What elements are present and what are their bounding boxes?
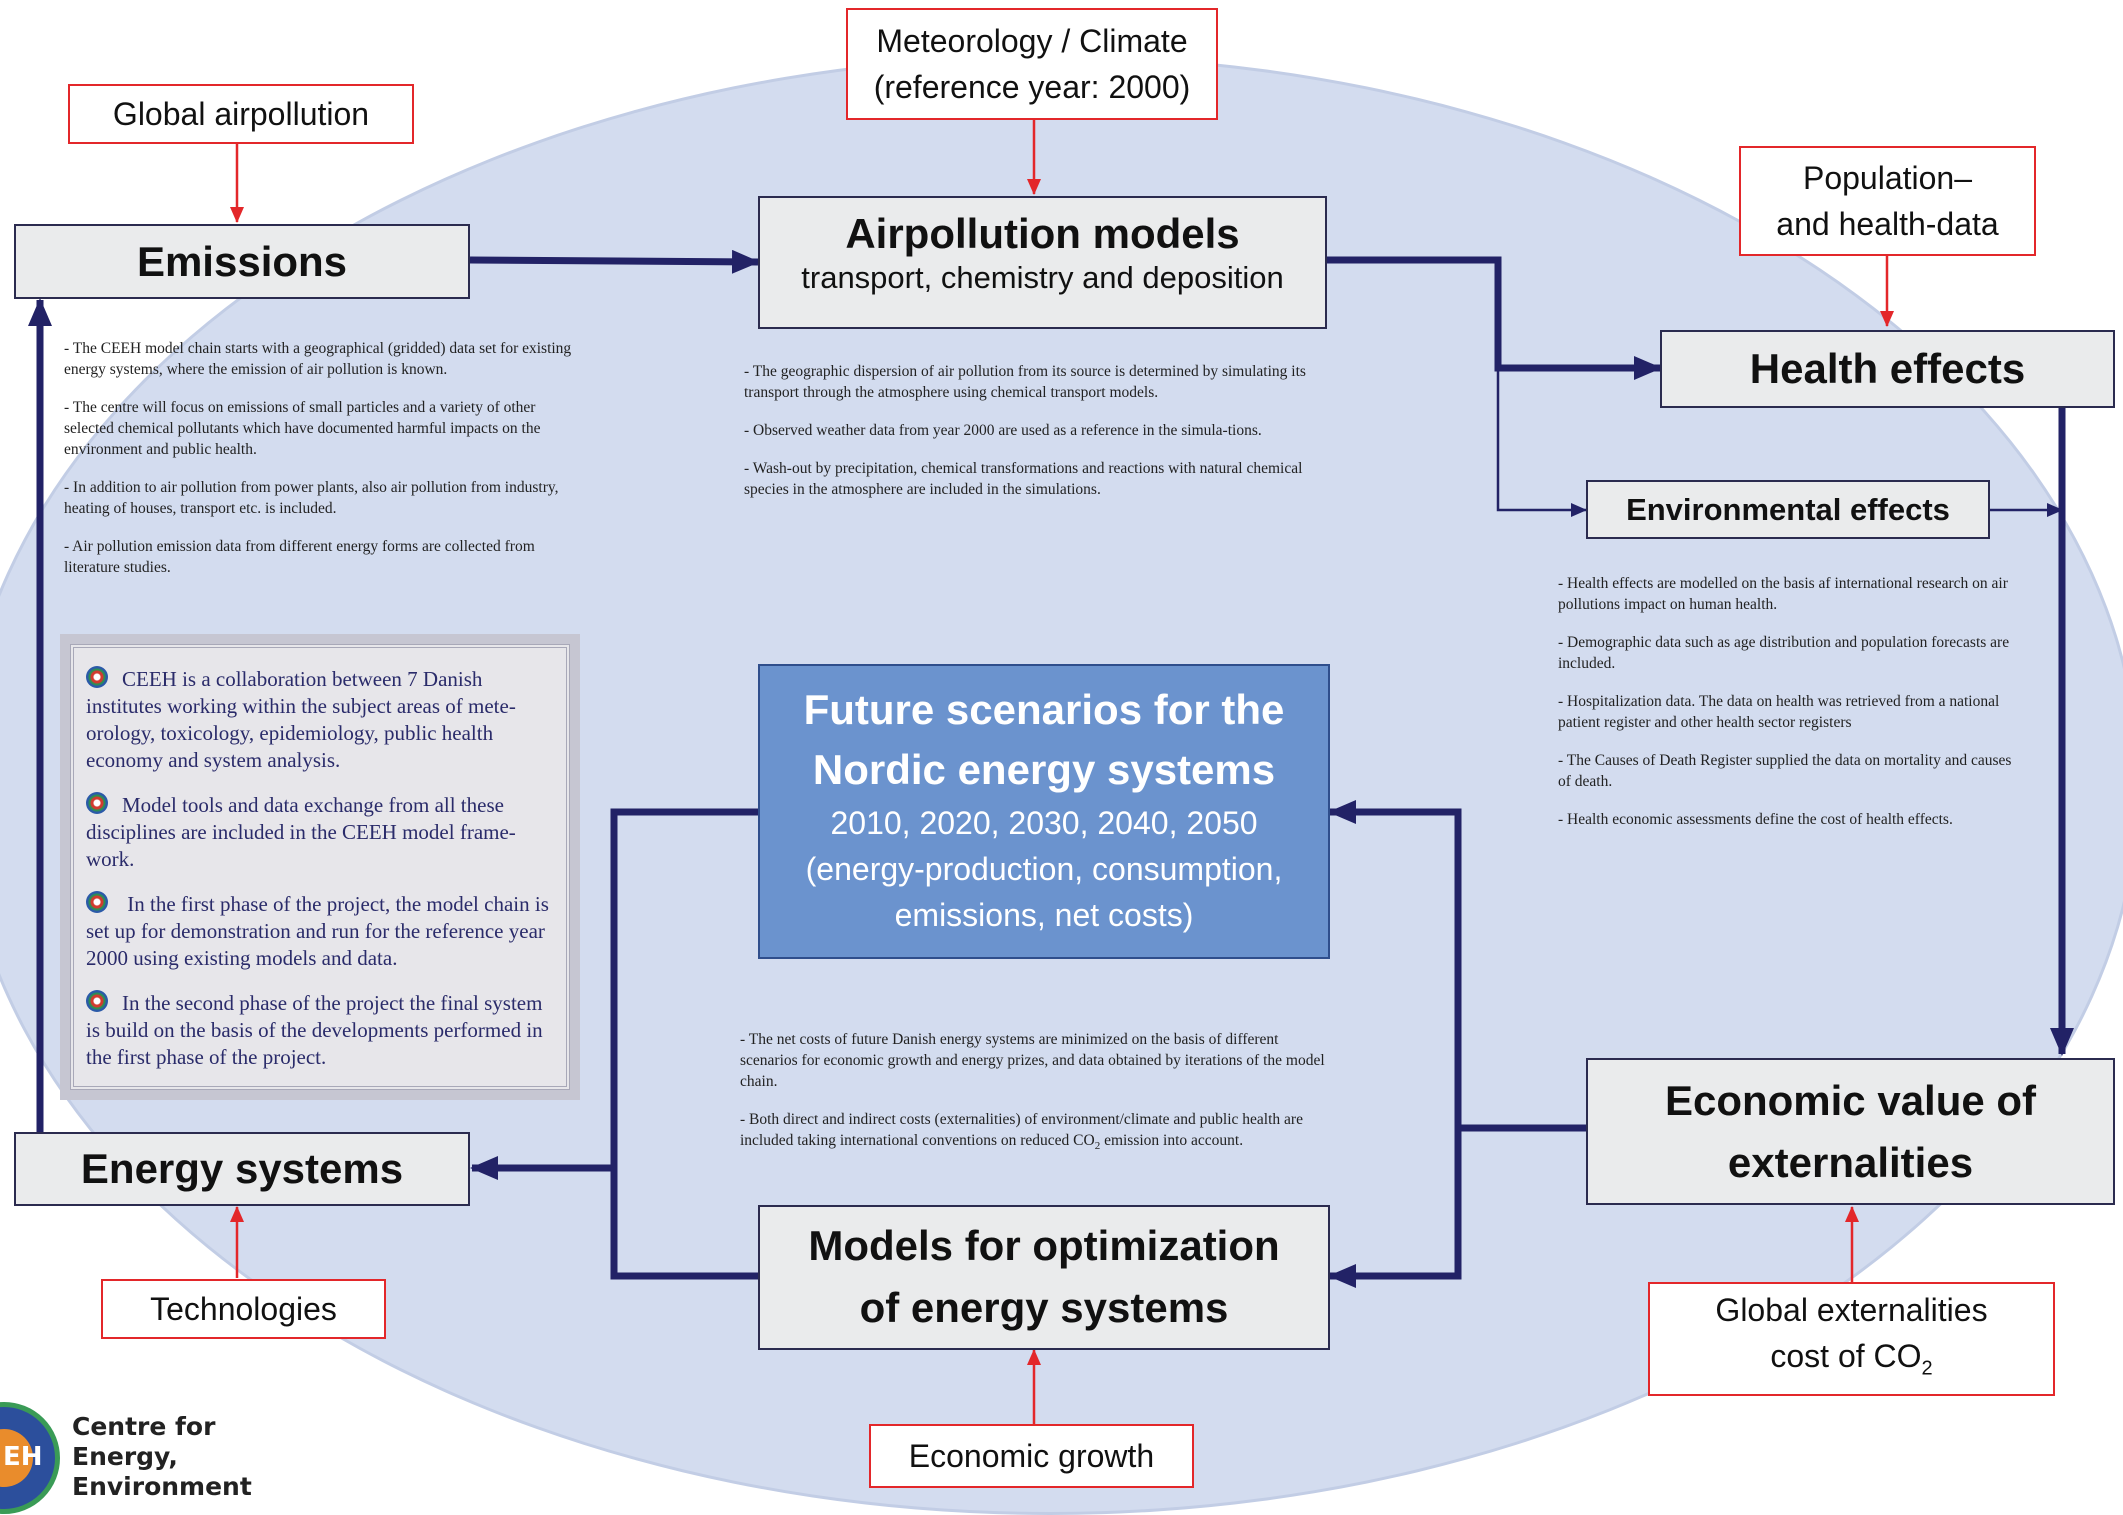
arrow-airpollution-to-environment bbox=[1496, 368, 1587, 517]
box-emissions: Emissions bbox=[14, 224, 470, 299]
arrow-airpollution-to-health bbox=[1327, 256, 1662, 380]
box-energy-systems: Energy systems bbox=[14, 1132, 470, 1206]
target-bullet-icon bbox=[86, 666, 108, 688]
note-emissions-2: - The centre will focus on emissions of … bbox=[64, 399, 541, 458]
box-optimization-line2: of energy systems bbox=[859, 1284, 1229, 1331]
box-optimization-line1: Models for optimization bbox=[808, 1222, 1280, 1269]
info-paragraph-2: Model tools and data exchange from all t… bbox=[86, 792, 516, 871]
central-detail-line1: (energy-production, consumption, bbox=[805, 851, 1283, 887]
box-economic-value: Economic value of externalities bbox=[1586, 1058, 2115, 1205]
note-health-1: - Health effects are modelled on the bas… bbox=[1558, 575, 2008, 613]
logo-line1: Centre for bbox=[72, 1412, 216, 1441]
input-economic-growth-label: Economic growth bbox=[908, 1438, 1155, 1474]
input-global-externalities-line2: cost of CO2 bbox=[1770, 1337, 1933, 1380]
note-emissions-3: - In addition to air pollution from powe… bbox=[64, 479, 559, 517]
note-costs-2: - Both direct and indirect costs (extern… bbox=[740, 1111, 1303, 1153]
central-detail-line2: emissions, net costs) bbox=[894, 897, 1194, 933]
input-economic-growth: Economic growth bbox=[869, 1424, 1194, 1488]
arrow-central-to-energy bbox=[470, 808, 758, 1180]
input-population-line2: and health-data bbox=[1776, 206, 1999, 242]
logo-line3: Environment bbox=[72, 1472, 252, 1501]
input-meteorology-line1: Meteorology / Climate bbox=[876, 23, 1188, 59]
input-population-health-data: Population– and health-data bbox=[1739, 146, 2036, 256]
input-global-externalities-line1: Global externalities bbox=[1715, 1291, 1988, 1328]
note-emissions-4: - Air pollution emission data from diffe… bbox=[64, 538, 535, 576]
box-environmental-effects-label: Environmental effects bbox=[1626, 492, 1950, 527]
input-global-externalities: Global externalities cost of CO2 bbox=[1648, 1282, 2055, 1396]
box-health-effects-label: Health effects bbox=[1749, 345, 2026, 392]
info-paragraph-1: CEEH is a collaboration between 7 Danish… bbox=[86, 666, 516, 772]
box-emissions-label: Emissions bbox=[136, 238, 348, 285]
note-health-4: - The Causes of Death Register supplied … bbox=[1558, 752, 2012, 790]
central-title-line2: Nordic energy systems bbox=[812, 746, 1276, 793]
box-energy-systems-label: Energy systems bbox=[80, 1145, 404, 1192]
input-population-line1: Population– bbox=[1802, 160, 1973, 196]
input-technologies-label: Technologies bbox=[150, 1291, 337, 1327]
note-airpollution-2: - Observed weather data from year 2000 a… bbox=[744, 422, 1262, 439]
info-paragraph-3: In the first phase of the project, the m… bbox=[86, 891, 549, 970]
ceeh-logo-text: Centre for Energy, Environment bbox=[72, 1412, 252, 1502]
note-health-3: - Hospitalization data. The data on heal… bbox=[1558, 693, 2000, 731]
logo-line2: Energy, bbox=[72, 1442, 178, 1471]
target-bullet-icon bbox=[86, 891, 108, 913]
input-global-airpollution-label: Global airpollution bbox=[112, 96, 370, 132]
note-airpollution-1: - The geographic dispersion of air pollu… bbox=[744, 363, 1306, 401]
notes-health: - Health effects are modelled on the bas… bbox=[1558, 573, 2028, 830]
info-paragraph-4: In the second phase of the project the f… bbox=[86, 990, 543, 1069]
central-title-line1: Future scenarios for the bbox=[803, 686, 1285, 733]
box-environmental-effects: Environmental effects bbox=[1586, 480, 1990, 539]
arrow-emissions-to-airpollution bbox=[469, 249, 760, 274]
box-economic-line1: Economic value of bbox=[1664, 1077, 2037, 1124]
input-technologies: Technologies bbox=[101, 1279, 386, 1339]
arrow-optimization-to-energy bbox=[610, 1168, 758, 1280]
box-airpollution-title: Airpollution models bbox=[845, 210, 1240, 257]
box-future-scenarios: Future scenarios for the Nordic energy s… bbox=[758, 664, 1330, 959]
target-bullet-icon bbox=[86, 990, 108, 1012]
input-meteorology-line2: (reference year: 2000) bbox=[873, 69, 1191, 105]
box-health-effects: Health effects bbox=[1660, 330, 2115, 408]
box-optimization-models: Models for optimization of energy system… bbox=[758, 1205, 1330, 1350]
notes-costs: - The net costs of future Danish energy … bbox=[740, 1029, 1340, 1157]
notes-airpollution: - The geographic dispersion of air pollu… bbox=[744, 361, 1344, 500]
note-costs-1: - The net costs of future Danish energy … bbox=[740, 1031, 1325, 1090]
note-emissions-1: - The CEEH model chain starts with a geo… bbox=[64, 340, 572, 378]
box-airpollution-models: Airpollution models transport, chemistry… bbox=[758, 196, 1327, 329]
box-airpollution-subtitle: transport, chemistry and deposition bbox=[801, 260, 1284, 295]
note-health-2: - Demographic data such as age distribut… bbox=[1558, 634, 2010, 672]
target-bullet-icon bbox=[86, 792, 108, 814]
notes-emissions: - The CEEH model chain starts with a geo… bbox=[64, 338, 589, 578]
arrow-economic-to-central bbox=[1328, 800, 1586, 1132]
arrow-economic-to-optimization bbox=[1328, 1128, 1462, 1288]
box-economic-line2: externalities bbox=[1727, 1139, 1974, 1186]
note-airpollution-3: - Wash-out by precipitation, chemical tr… bbox=[744, 460, 1303, 498]
input-global-airpollution: Global airpollution bbox=[68, 84, 414, 144]
ceeh-logo-letters: EH bbox=[3, 1442, 43, 1472]
note-health-5: - Health economic assessments define the… bbox=[1558, 811, 1953, 828]
info-box-ceeh: CEEH is a collaboration between 7 Danish… bbox=[60, 634, 580, 1100]
central-years: 2010, 2020, 2030, 2040, 2050 bbox=[830, 805, 1258, 841]
input-meteorology: Meteorology / Climate (reference year: 2… bbox=[846, 8, 1218, 120]
